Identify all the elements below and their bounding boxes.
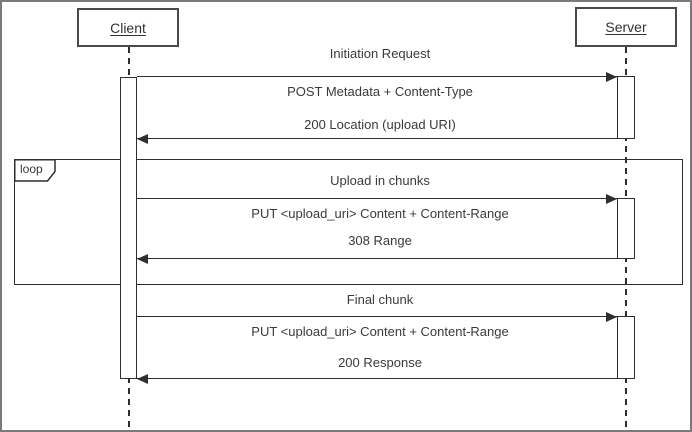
server-actor-label: Server (605, 19, 647, 35)
response-arrowhead-initiation-icon (137, 134, 148, 144)
loop-fragment-box (14, 159, 683, 285)
response-arrowhead-final-icon (137, 374, 148, 384)
request-arrowhead-initiation-icon (606, 72, 617, 82)
response-arrowhead-chunk-icon (137, 254, 148, 264)
request-line-chunk (137, 198, 617, 199)
client-actor-box: Client (77, 8, 179, 47)
request-line-initiation (137, 76, 617, 77)
request-label-initiation: POST Metadata + Content-Type (287, 84, 473, 99)
loop-operator-pentagon (14, 159, 56, 182)
loop-operator-label: loop (20, 162, 43, 176)
response-line-final (137, 378, 617, 379)
request-arrowhead-chunk-icon (606, 194, 617, 204)
server-activation-bar-final (617, 316, 635, 379)
section-title-chunks: Upload in chunks (330, 173, 430, 188)
response-label-initiation: 200 Location (upload URI) (304, 117, 456, 132)
response-label-final: 200 Response (338, 355, 422, 370)
response-line-initiation (137, 138, 617, 139)
server-actor-box: Server (575, 7, 677, 47)
section-title-final: Final chunk (346, 292, 414, 307)
request-label-chunk: PUT <upload_uri> Content + Content-Range (251, 206, 509, 221)
request-label-final: PUT <upload_uri> Content + Content-Range (251, 324, 509, 339)
section-title-initiation: Initiation Request (329, 46, 431, 61)
server-activation-bar-loop (617, 198, 635, 259)
client-activation-bar (120, 77, 137, 379)
response-line-chunk (137, 258, 617, 259)
request-arrowhead-final-icon (606, 312, 617, 322)
response-label-chunk: 308 Range (348, 233, 412, 248)
client-actor-label: Client (110, 19, 146, 36)
server-activation-bar-initiation (617, 76, 635, 139)
request-line-final (137, 316, 617, 317)
